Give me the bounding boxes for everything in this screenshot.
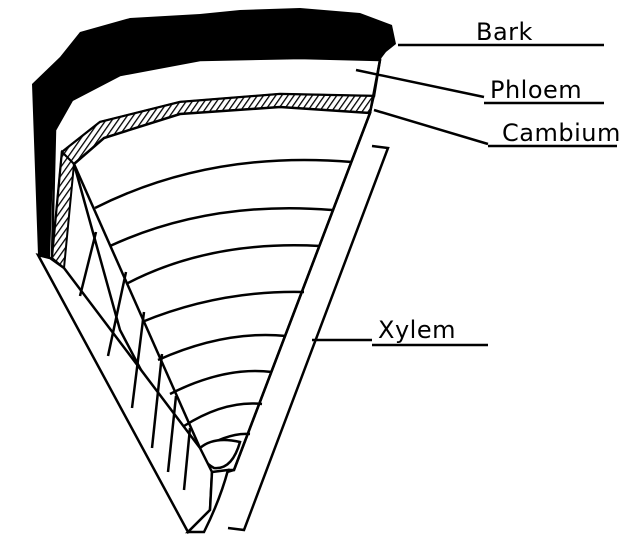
xylem-label: Xylem xyxy=(378,318,456,342)
phloem-label: Phloem xyxy=(490,78,582,102)
bark-label: Bark xyxy=(476,20,533,44)
xylem-face xyxy=(74,107,370,480)
cambium-label: Cambium xyxy=(502,121,621,145)
